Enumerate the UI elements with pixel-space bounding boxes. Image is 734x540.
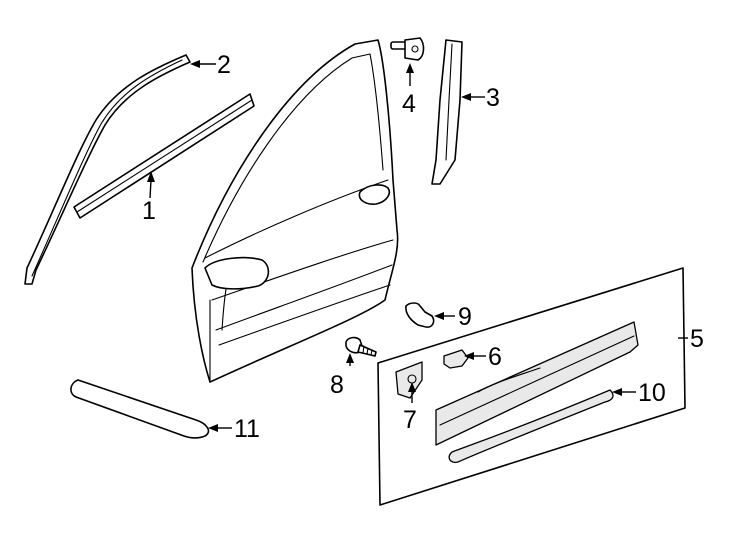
callout-7: 7	[403, 406, 417, 434]
belt-molding-part[interactable]	[73, 93, 255, 219]
leader-lines	[147, 60, 688, 432]
callout-6: 6	[488, 343, 502, 371]
callout-10: 10	[638, 379, 666, 407]
callout-2: 2	[217, 51, 231, 79]
lower-molding-part[interactable]	[70, 379, 210, 439]
push-clip-part[interactable]	[405, 302, 435, 328]
front-door-part[interactable]	[191, 39, 399, 383]
callout-9: 9	[458, 303, 472, 331]
callout-3: 3	[486, 84, 500, 112]
callout-1: 1	[142, 197, 156, 225]
callout-5: 5	[690, 325, 704, 353]
screw-part[interactable]	[345, 336, 377, 357]
molding-kit-panel[interactable]	[377, 267, 686, 506]
callout-4: 4	[402, 90, 416, 118]
pillar-molding-part[interactable]	[24, 54, 191, 285]
bolt-part[interactable]	[390, 37, 425, 61]
callout-8: 8	[330, 371, 344, 399]
callout-11: 11	[234, 415, 260, 443]
callout-labels: 1 2 3 4 5 6 7 8 9 10 11	[142, 51, 704, 443]
door-frame-molding-part[interactable]	[431, 39, 463, 185]
